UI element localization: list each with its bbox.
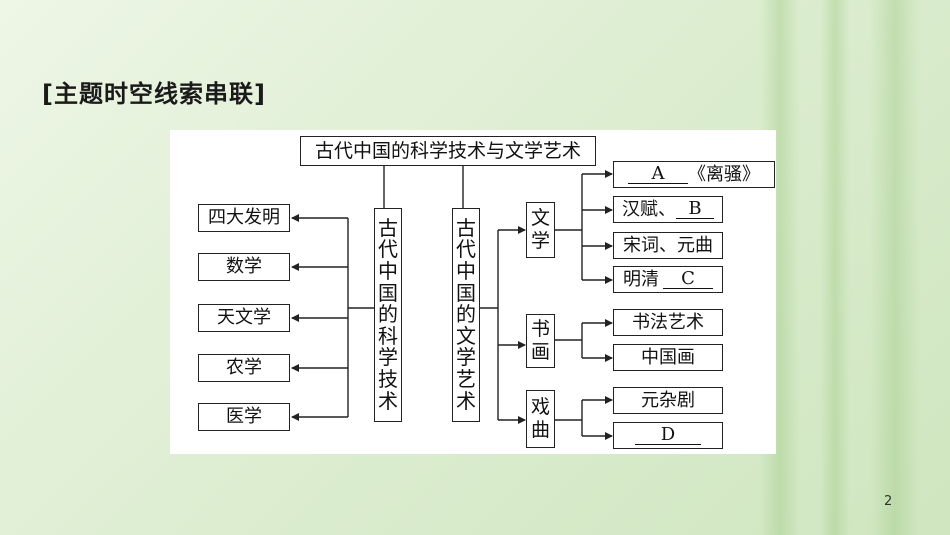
science-item-medicine: 医学	[198, 403, 290, 431]
blank-d: D	[635, 426, 701, 445]
root-box: 古代中国的科学技术与文学艺术	[300, 136, 596, 166]
calligraphy-item-calligraphy-art: 书法艺术	[613, 309, 723, 336]
literature-item-c: 明清 C	[613, 266, 723, 293]
blank-b: B	[676, 200, 714, 219]
bamboo-decoration	[820, 0, 850, 535]
science-item-mathematics: 数学	[198, 253, 290, 281]
opera-item-yuan-zaju: 元杂剧	[613, 387, 723, 414]
connector-lines	[291, 165, 613, 440]
slide-heading: [主题时空线索串联]	[42, 80, 266, 108]
blank-a: A	[628, 165, 688, 184]
literature-item-a: A 《离骚》	[613, 161, 775, 188]
category-calligraphy-box: 书 画	[526, 314, 555, 368]
category-literature-box: 文 学	[526, 202, 555, 258]
diagram-panel: 古代中国的科学技术与文学艺术 古 代 中 国 的 科 学 技 术 四大发明 数学…	[170, 130, 776, 454]
science-title-box: 古 代 中 国 的 科 学 技 术	[374, 208, 402, 422]
science-item-agronomy: 农学	[198, 354, 290, 382]
literature-item-song-ci: 宋词、元曲	[613, 232, 723, 259]
opera-item-d: D	[613, 422, 723, 449]
page-number: 2	[884, 494, 893, 509]
blank-c: C	[663, 270, 713, 289]
science-item-four-inventions: 四大发明	[198, 204, 290, 232]
category-opera-box: 戏 曲	[526, 390, 555, 448]
arts-title-box: 古 代 中 国 的 文 学 艺 术	[452, 208, 480, 422]
calligraphy-item-chinese-painting: 中国画	[613, 344, 723, 371]
science-item-astronomy: 天文学	[198, 304, 290, 332]
bamboo-decoration	[870, 0, 920, 535]
literature-item-b: 汉赋、 B	[613, 196, 723, 223]
